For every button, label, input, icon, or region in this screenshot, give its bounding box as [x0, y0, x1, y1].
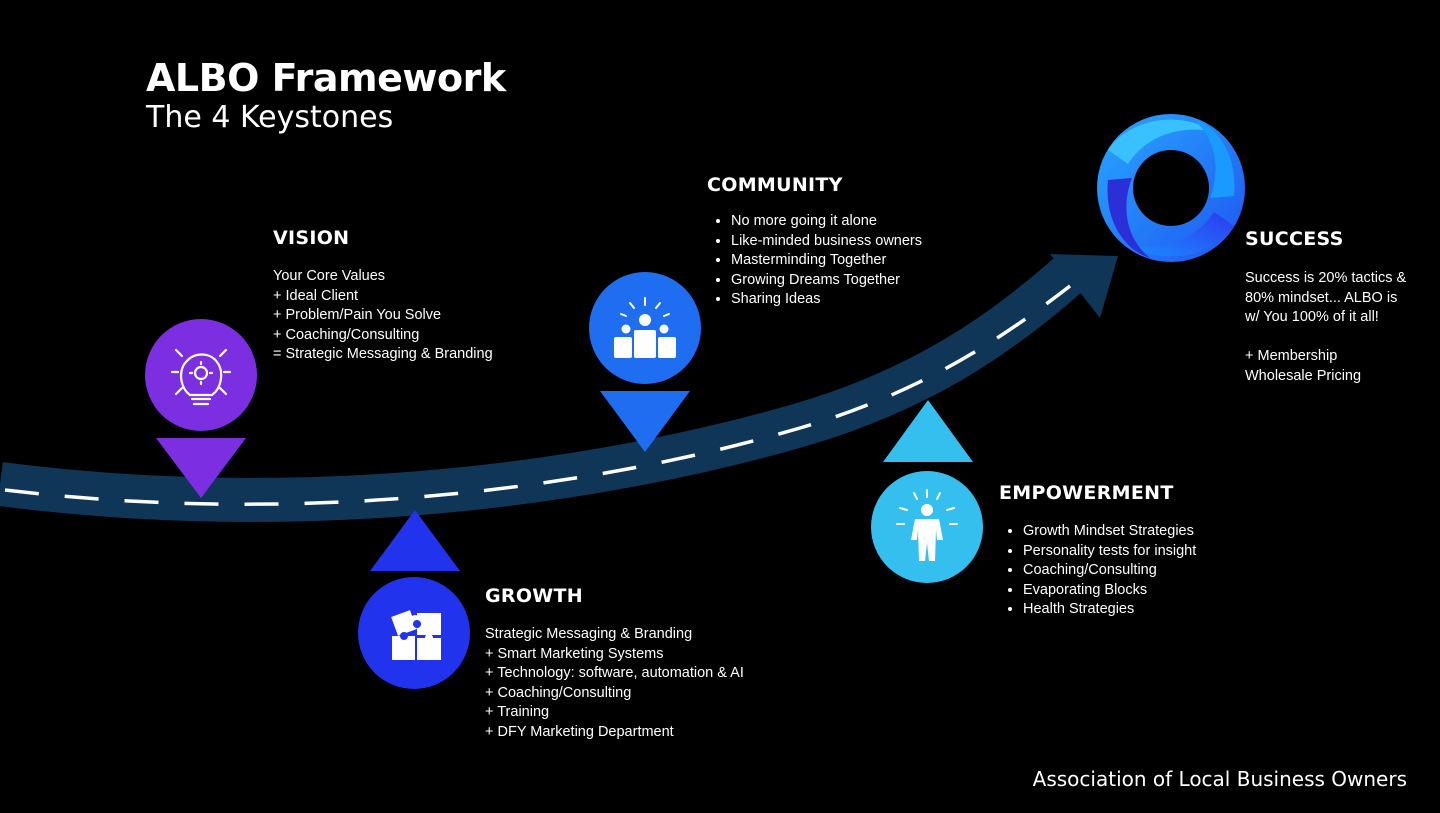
empowerment-bullet: Growth Mindset Strategies [1023, 522, 1196, 542]
success-block: SUCCESS Success is 20% tactics & 80% min… [1245, 228, 1406, 387]
community-heading: COMMUNITY [707, 174, 843, 196]
road-arrowhead [1050, 254, 1118, 318]
community-bullet: Like-minded business owners [731, 232, 922, 252]
footer-organization: Association of Local Business Owners [1032, 767, 1407, 791]
vision-line: + Coaching/Consulting [273, 326, 420, 343]
vision-line: = Strategic Messaging & Branding [273, 346, 493, 363]
success-line: w/ You 100% of it all! [1245, 309, 1379, 326]
success-line: + Membership [1245, 348, 1338, 365]
vision-line: + Problem/Pain You Solve [273, 307, 442, 324]
success-line: Wholesale Pricing [1245, 367, 1362, 384]
empowerment-bullet: Personality tests for insight [1023, 542, 1196, 562]
albo-logo-icon [1097, 114, 1245, 262]
growth-line: Strategic Messaging & Branding [485, 626, 693, 642]
success-lines: Success is 20% tactics & 80% mindset... … [1245, 269, 1406, 387]
vision-lines: Your Core Values + Ideal Client + Proble… [273, 267, 493, 365]
empowerment-bullet: Health Strategies [1023, 600, 1196, 620]
road-centerline [4, 284, 1072, 506]
empowerment-heading: EMPOWERMENT [999, 482, 1174, 504]
group-icon [614, 297, 676, 358]
page-title: ALBO Framework [146, 56, 506, 100]
empowered-person-icon [896, 489, 958, 561]
success-heading: SUCCESS [1245, 228, 1344, 250]
community-bullet: Sharing Ideas [731, 290, 922, 310]
community-bullet: Masterminding Together [731, 251, 922, 271]
empowerment-block: EMPOWERMENT Growth Mindset Strategies Pe… [999, 482, 1196, 620]
growth-heading: GROWTH [485, 585, 583, 607]
empowerment-bullets: Growth Mindset Strategies Personality te… [999, 522, 1196, 620]
empowerment-bullet: Evaporating Blocks [1023, 581, 1196, 601]
road-path [0, 258, 1083, 522]
puzzle-icon [391, 610, 441, 660]
growth-marker [358, 510, 470, 689]
success-line: Success is 20% tactics & [1245, 270, 1407, 286]
empowerment-bullet: Coaching/Consulting [1023, 561, 1196, 581]
community-marker [589, 272, 701, 452]
community-bullet: No more going it alone [731, 212, 922, 232]
success-line: 80% mindset... ALBO is [1245, 289, 1398, 306]
page-subtitle: The 4 Keystones [146, 100, 394, 135]
community-bullet: Growing Dreams Together [731, 271, 922, 291]
growth-line: + DFY Marketing Department [485, 723, 674, 740]
growth-line: + Training [485, 704, 550, 721]
empowerment-marker [871, 400, 983, 583]
lightbulb-gear-icon [170, 348, 232, 406]
vision-line: + Ideal Client [273, 287, 359, 304]
vision-block: VISION Your Core Values + Ideal Client +… [273, 227, 493, 365]
community-block: COMMUNITY No more going it alone Like-mi… [707, 174, 922, 310]
vision-heading: VISION [273, 227, 350, 249]
vision-line: Your Core Values [273, 268, 386, 284]
success-line-spacer [1245, 328, 1406, 348]
growth-line: + Coaching/Consulting [485, 684, 632, 701]
growth-block: GROWTH Strategic Messaging & Branding + … [485, 585, 744, 743]
growth-lines: Strategic Messaging & Branding + Smart M… [485, 625, 744, 743]
growth-line: + Smart Marketing Systems [485, 645, 664, 662]
vision-marker [145, 319, 257, 498]
growth-line: + Technology: software, automation & AI [485, 665, 744, 682]
community-bullets: No more going it alone Like-minded busin… [707, 212, 922, 310]
